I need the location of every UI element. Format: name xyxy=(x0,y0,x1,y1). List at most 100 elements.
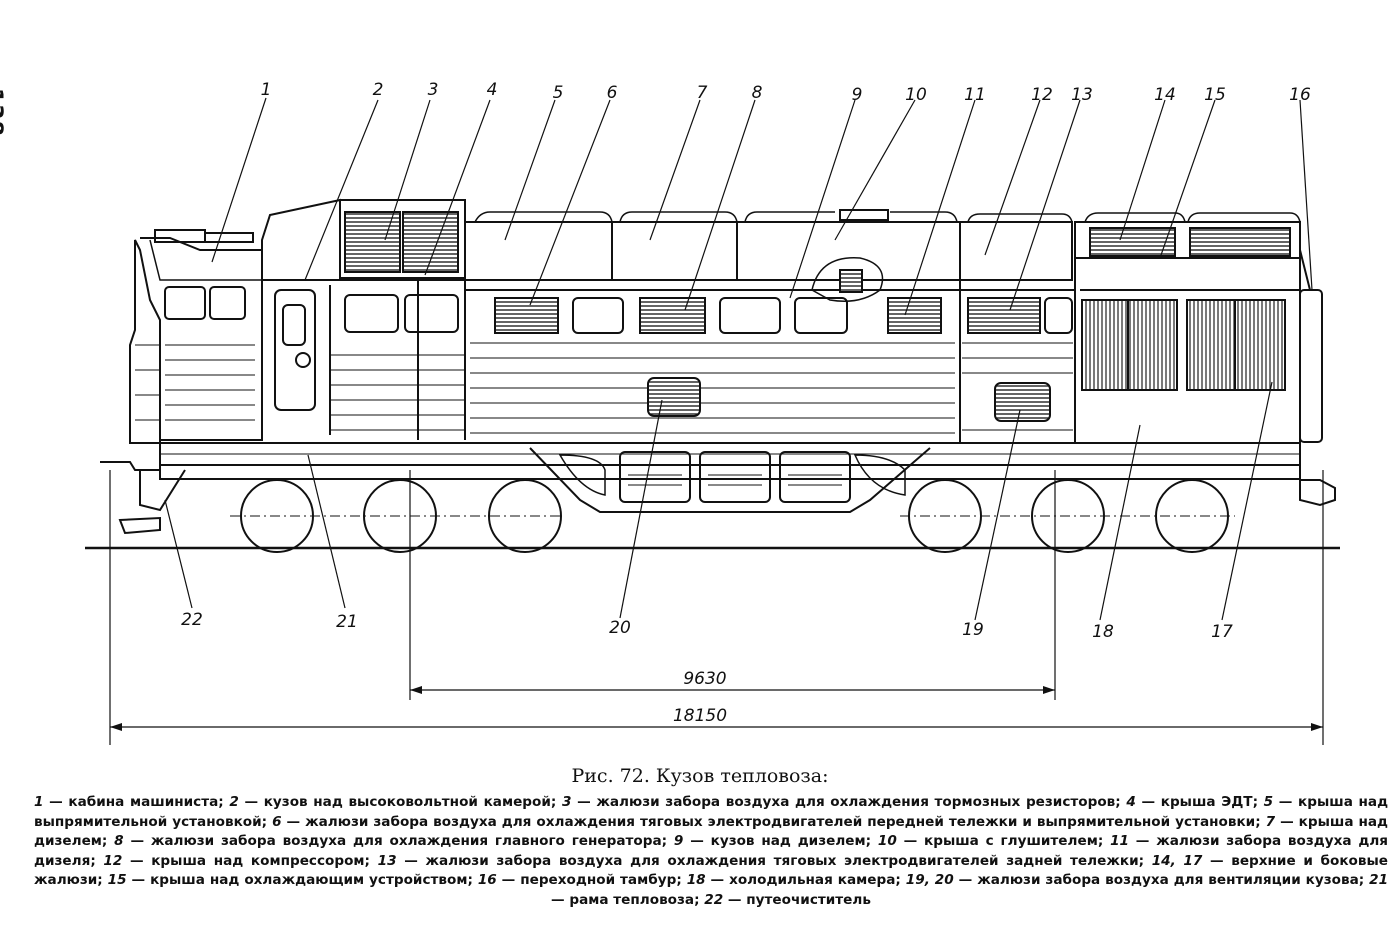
legend-entry-number: 2 xyxy=(229,794,239,810)
legend-entry-text: крыша над охлаждающим устройством xyxy=(150,872,468,888)
legend-entry: 1 — кабина машиниста; xyxy=(34,794,230,810)
callout-17: 17 xyxy=(1211,622,1233,642)
legend-entry-number: 5 xyxy=(1263,794,1274,810)
legend-entry-number: 12 xyxy=(103,852,123,869)
legend-entry: 19, 20 — жалюзи забора воздуха для венти… xyxy=(905,872,1370,888)
legend-entry-text: крыша над дизелем xyxy=(34,813,1389,850)
legend-entry: 14, 17 — верхние и боковые жалюзи; xyxy=(34,852,1388,889)
legend-entry-text: путеочиститель xyxy=(746,891,871,908)
legend-entry-number: 9 xyxy=(673,833,684,849)
ventilation-louver-20 xyxy=(647,377,701,417)
brake-resistor-louver-b xyxy=(402,211,459,273)
traction-motor-louver-front xyxy=(494,297,559,334)
callout-15: 15 xyxy=(1204,85,1226,105)
top-louver-a xyxy=(1089,227,1176,257)
dimension-18150: 18150 xyxy=(673,706,727,726)
brake-resistor-louver-a xyxy=(344,211,401,273)
legend-entry-text: верхние и боковые жалюзи xyxy=(34,852,1388,889)
locomotive-body-drawing: 1 2 3 4 5 6 7 8 9 10 11 12 13 14 15 16 1… xyxy=(85,80,1340,745)
leader-lines xyxy=(164,97,1313,621)
legend-entry: 15 — крыша над охлаждающим устройством; xyxy=(107,872,478,888)
diesel-air-louver xyxy=(887,297,942,334)
figure-caption-title: Рис. 72. Кузов тепловоза: xyxy=(571,765,829,787)
callout-labels: 1 2 3 4 5 6 7 8 9 10 11 12 13 14 15 16 1… xyxy=(181,80,1311,726)
legend-entry-number: 11 xyxy=(1110,833,1129,849)
legend-entry-text: крыша с глушителем xyxy=(924,833,1098,849)
legend-entry: 7 — крыша над дизелем; xyxy=(34,813,1389,850)
legend-entry-text: жалюзи забора воздуха для дизеля xyxy=(34,833,1389,869)
callout-4: 4 xyxy=(487,80,498,100)
callout-9: 9 xyxy=(852,85,863,105)
callout-7: 7 xyxy=(697,83,708,103)
legend-entry-text: кабина машиниста xyxy=(68,794,219,810)
callout-1: 1 xyxy=(261,80,272,100)
legend-entry: 9 — кузов над дизелем; xyxy=(673,833,878,849)
legend-entry-text: холодильная камера xyxy=(729,872,896,888)
legend-entry-text: жалюзи забора воздуха для вентиляции куз… xyxy=(977,872,1359,888)
legend-entry-text: жалюзи забора воздуха для охлаждения тяг… xyxy=(305,813,1256,830)
callout-13: 13 xyxy=(1071,85,1093,105)
legend-entry-number: 10 xyxy=(877,833,897,849)
callout-19: 19 xyxy=(962,620,984,640)
legend-entry: 11 — жалюзи забора воздуха для дизеля; xyxy=(34,833,1389,869)
generator-louver xyxy=(639,297,706,334)
legend-entry: 18 — холодильная камера; xyxy=(686,872,906,888)
legend-entry: 5 — крыша над выпрямительной установкой; xyxy=(34,794,1389,830)
legend-entry-number: 21 xyxy=(1369,872,1389,888)
callout-18: 18 xyxy=(1092,622,1114,642)
traction-motor-louver-rear xyxy=(967,297,1041,334)
legend-entry: 21 — рама тепловоза; xyxy=(551,872,1389,908)
wheels xyxy=(230,479,1235,553)
callout-5: 5 xyxy=(553,83,564,103)
legend-entry-text: жалюзи забора воздуха для охлаждения тор… xyxy=(596,794,1116,810)
side-louver-a xyxy=(1081,299,1178,391)
legend-entry-number: 15 xyxy=(107,872,127,888)
legend-entry-text: жалюзи забора воздуха для охлаждения тяг… xyxy=(425,852,1139,869)
legend-entry: 12 — крыша над компрессором; xyxy=(103,852,378,869)
legend-entry-text: переходной тамбур xyxy=(520,872,677,888)
legend-entry-number: 16 xyxy=(477,872,497,888)
legend-entry: 16 — переходной тамбур; xyxy=(477,872,687,888)
figure-legend: 1 — кабина машиниста; 2 — кузов над высо… xyxy=(34,793,1388,910)
dimension-9630: 9630 xyxy=(683,669,726,689)
legend-entry-text: крыша ЭДТ xyxy=(1160,794,1253,810)
callout-11: 11 xyxy=(964,85,986,105)
callout-12: 12 xyxy=(1031,85,1053,105)
legend-entry-number: 1 xyxy=(34,794,44,810)
legend-entry: 2 — кузов над высоковольтной камерой; xyxy=(229,794,562,810)
callout-8: 8 xyxy=(752,83,763,103)
ventilation-louver-19 xyxy=(994,382,1051,422)
top-louver-b xyxy=(1189,227,1291,257)
callout-10: 10 xyxy=(905,85,927,105)
legend-entry: 8 — жалюзи забора воздуха для охлаждения… xyxy=(114,833,674,849)
callout-22: 22 xyxy=(181,610,203,630)
legend-entry-number: 14, 17 xyxy=(1151,852,1203,869)
legend-entry-number: 6 xyxy=(272,813,282,830)
callout-6: 6 xyxy=(607,83,618,103)
callout-3: 3 xyxy=(428,80,439,100)
legend-entry-text: крыша над компрессором xyxy=(151,852,365,869)
legend-entry: 6 — жалюзи забора воздуха для охлаждения… xyxy=(272,813,1266,830)
legend-entry-number: 19, 20 xyxy=(905,872,954,888)
legend-entry-text: рама тепловоза xyxy=(569,891,695,908)
legend-entry: 4 — крыша ЭДТ; xyxy=(1126,794,1264,810)
callout-16: 16 xyxy=(1289,85,1311,105)
legend-entry-text: жалюзи забора воздуха для охлаждения гла… xyxy=(150,833,662,849)
legend-entry-number: 7 xyxy=(1265,813,1276,830)
legend-entry: 22 — путеочиститель xyxy=(704,891,871,908)
callout-20: 20 xyxy=(609,618,631,638)
callout-21: 21 xyxy=(336,612,358,632)
legend-entry-text: крыша над выпрямительной установкой xyxy=(34,794,1389,830)
legend-entry-text: кузов над дизелем xyxy=(710,833,866,849)
legend-entry: 10 — крыша с глушителем; xyxy=(877,833,1111,849)
callout-2: 2 xyxy=(373,80,384,100)
legend-entry: 13 — жалюзи забора воздуха для охлаждени… xyxy=(377,852,1152,869)
legend-entry-number: 13 xyxy=(377,852,397,869)
dimension-lines xyxy=(109,470,1324,745)
legend-entry-number: 18 xyxy=(686,872,706,888)
legend-entry-number: 22 xyxy=(704,891,724,908)
callout-14: 14 xyxy=(1154,85,1176,105)
legend-entry-number: 8 xyxy=(114,833,124,849)
legend-entry-text: кузов над высоковольтной камерой xyxy=(263,794,551,810)
legend-entry: 3 — жалюзи забора воздуха для охлаждения… xyxy=(562,794,1127,810)
